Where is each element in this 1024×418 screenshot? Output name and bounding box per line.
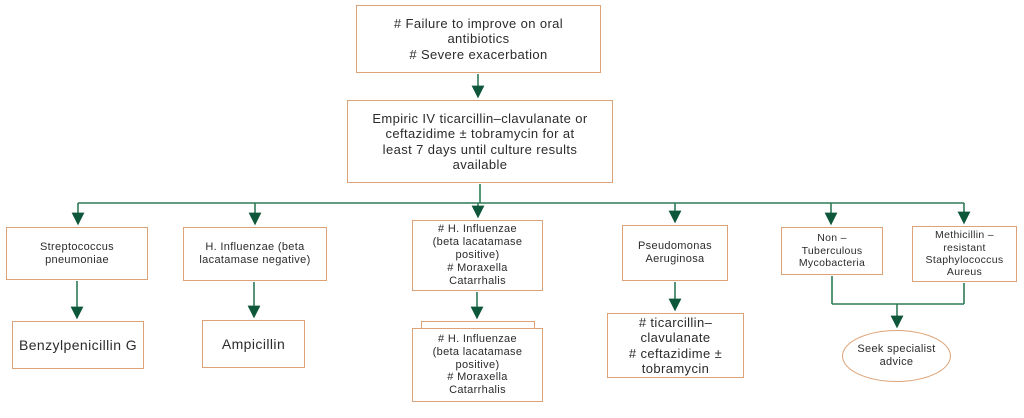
node-failure-severe-exacerbation: # Failure to improve on oral antibiotics… (356, 5, 601, 73)
node-pseudomonas-aeruginosa: Pseudomonas Aeruginosa (622, 225, 728, 281)
node-h-influenzae-negative: H. Influenzae (beta lacatamase negative) (183, 227, 327, 281)
node-h-influenzae-positive-repeat: # H. Influenzae (beta lacatamase positiv… (412, 328, 543, 402)
node-methicillin-resistant-staph: Methicillin – resistant Staphylococcus A… (912, 226, 1017, 282)
node-empiric-iv-treatment: Empiric IV ticarcillin–clavulanate or ce… (347, 100, 613, 183)
node-seek-specialist-advice: Seek specialist advice (842, 330, 951, 382)
node-h-influenzae-positive: # H. Influenzae (beta lacatamase positiv… (412, 220, 543, 291)
node-streptococcus-pneumoniae: Streptococcus pneumoniae (6, 227, 148, 280)
node-benzylpenicillin-g: Benzylpenicillin G (12, 321, 144, 369)
node-non-tuberculous-mycobacteria: Non – Tuberculous Mycobacteria (781, 227, 883, 275)
node-ampicillin: Ampicillin (202, 320, 305, 368)
node-ticarcillin-ceftazidime: # ticarcillin– clavulanate # ceftazidime… (607, 313, 744, 378)
